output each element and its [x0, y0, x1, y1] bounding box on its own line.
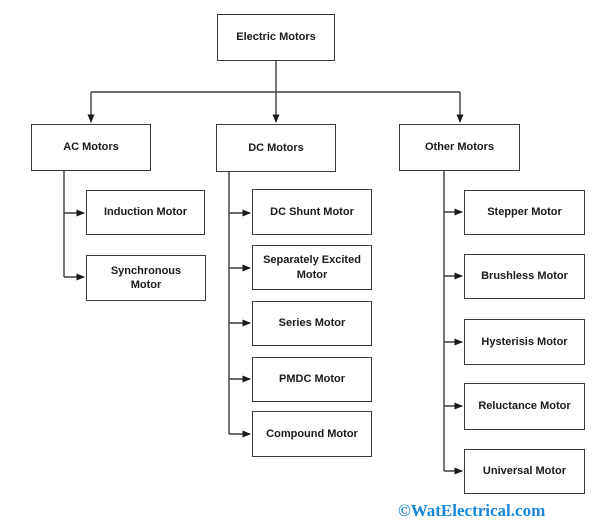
node-series-motor: Series Motor [252, 301, 372, 346]
node-universal-motor: Universal Motor [464, 449, 585, 494]
node-dc-motors: DC Motors [216, 124, 336, 172]
node-hysterisis-motor: Hysterisis Motor [464, 319, 585, 365]
node-pmdc-motor: PMDC Motor [252, 357, 372, 402]
node-separately-excited-motor: Separately Excited Motor [252, 245, 372, 290]
node-synchronous-motor: Synchronous Motor [86, 255, 206, 301]
node-dc-shunt-motor: DC Shunt Motor [252, 189, 372, 235]
node-stepper-motor: Stepper Motor [464, 190, 585, 235]
watelectrical-watermark: ©WatElectrical.com [398, 501, 546, 520]
node-induction-motor: Induction Motor [86, 190, 205, 235]
node-brushless-motor: Brushless Motor [464, 254, 585, 299]
node-ac-motors: AC Motors [31, 124, 151, 171]
node-other-motors: Other Motors [399, 124, 520, 171]
node-electric-motors: Electric Motors [217, 14, 335, 61]
node-compound-motor: Compound Motor [252, 411, 372, 457]
node-reluctance-motor: Reluctance Motor [464, 383, 585, 430]
